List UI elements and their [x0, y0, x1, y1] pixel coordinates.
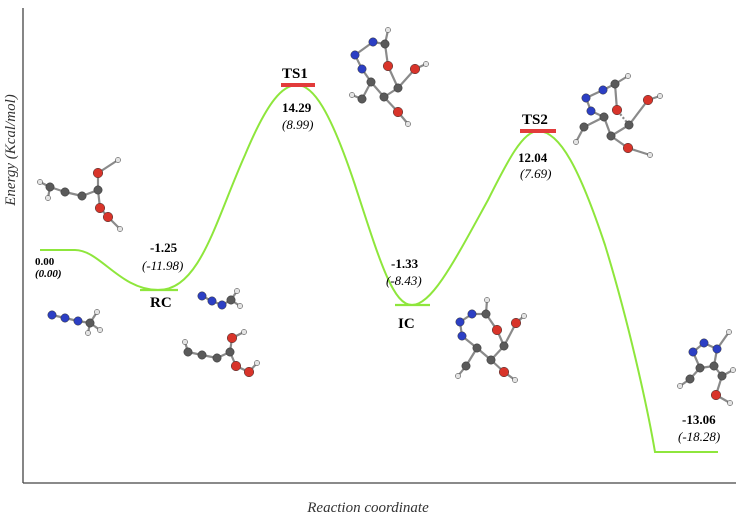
state-label-ts2: TS2 — [522, 112, 548, 128]
state-label-rc: RC — [150, 295, 172, 311]
energy-alt-start: (0.00) — [35, 268, 62, 280]
x-axis-title: Reaction coordinate — [306, 500, 429, 516]
reactant-molecule-icon — [37, 157, 123, 232]
energy-alt-product: (-18.28) — [678, 429, 720, 444]
ts2-structure-icon — [573, 73, 663, 158]
energy-alt-rc: (-11.98) — [142, 258, 183, 273]
product-structure-icon — [677, 329, 736, 406]
energy-ts1: 14.29 — [282, 100, 312, 115]
ts1-structure-icon — [349, 27, 429, 127]
ic-structure-icon — [455, 297, 527, 383]
y-axis-title: Energy (Kcal/mol) — [3, 94, 19, 207]
rc-complex-icon — [182, 288, 260, 378]
energy-ic: -1.33 — [391, 256, 419, 271]
energy-product: -13.06 — [682, 412, 716, 427]
state-label-ts1: TS1 — [282, 66, 308, 82]
energy-alt-ic: (-8.43) — [386, 273, 422, 288]
energy-rc: -1.25 — [150, 240, 178, 255]
energy-alt-ts2: (7.69) — [520, 166, 551, 181]
azide-molecule-icon — [47, 309, 103, 336]
energy-ts2: 12.04 — [518, 150, 548, 165]
reaction-energy-curve — [40, 83, 718, 453]
energy-start: 0.00 — [35, 256, 55, 268]
energy-alt-ts1: (8.99) — [282, 117, 313, 132]
state-label-ic: IC — [398, 316, 415, 332]
